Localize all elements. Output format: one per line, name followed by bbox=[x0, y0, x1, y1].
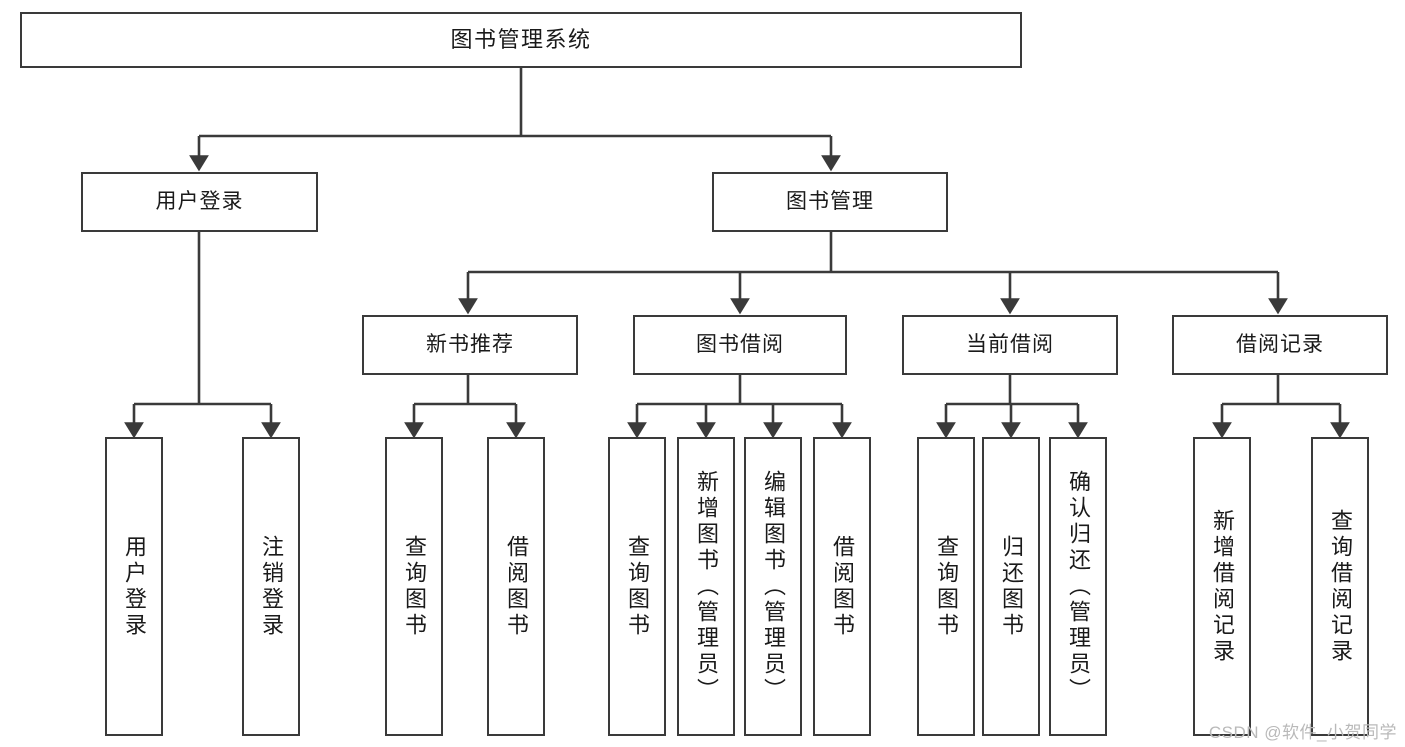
leaf-borrow-edit-book-admin[interactable]: 编辑图书（管理员） bbox=[744, 437, 802, 736]
leaf-record-add[interactable]: 新增借阅记录 bbox=[1193, 437, 1251, 736]
node-label: 新增图书（管理员） bbox=[694, 469, 719, 704]
node-label: 注销登录 bbox=[259, 534, 284, 639]
leaf-user-login-signin[interactable]: 用户登录 bbox=[105, 437, 163, 736]
leaf-current-confirm-return-admin[interactable]: 确认归还（管理员） bbox=[1049, 437, 1107, 736]
node-label: 查询图书 bbox=[934, 534, 959, 639]
node-label: 图书管理系统 bbox=[450, 26, 592, 52]
node-label: 借阅记录 bbox=[1236, 333, 1324, 357]
node-root-system[interactable]: 图书管理系统 bbox=[20, 12, 1022, 68]
node-label: 查询图书 bbox=[625, 534, 650, 639]
leaf-borrow-add-book-admin[interactable]: 新增图书（管理员） bbox=[677, 437, 735, 736]
node-borrow-record[interactable]: 借阅记录 bbox=[1172, 315, 1388, 375]
leaf-user-login-signout[interactable]: 注销登录 bbox=[242, 437, 300, 736]
node-label: 图书借阅 bbox=[696, 333, 784, 357]
leaf-current-return-book[interactable]: 归还图书 bbox=[982, 437, 1040, 736]
leaf-record-query[interactable]: 查询借阅记录 bbox=[1311, 437, 1369, 736]
node-user-login[interactable]: 用户登录 bbox=[81, 172, 318, 232]
leaf-new-book-query[interactable]: 查询图书 bbox=[385, 437, 443, 736]
node-book-management[interactable]: 图书管理 bbox=[712, 172, 948, 232]
node-label: 用户登录 bbox=[122, 534, 147, 639]
leaf-new-book-borrow[interactable]: 借阅图书 bbox=[487, 437, 545, 736]
node-label: 新书推荐 bbox=[426, 333, 514, 357]
leaf-current-query-book[interactable]: 查询图书 bbox=[917, 437, 975, 736]
node-label: 确认归还（管理员） bbox=[1066, 469, 1091, 704]
node-label: 用户登录 bbox=[155, 190, 244, 214]
node-label: 当前借阅 bbox=[966, 333, 1054, 357]
node-label: 归还图书 bbox=[999, 534, 1024, 639]
node-label: 图书管理 bbox=[786, 190, 874, 214]
leaf-borrow-query-book[interactable]: 查询图书 bbox=[608, 437, 666, 736]
node-label: 查询图书 bbox=[402, 534, 427, 639]
csdn-watermark: CSDN @软件_小贺同学 bbox=[1208, 723, 1397, 742]
node-new-book-recommend[interactable]: 新书推荐 bbox=[362, 315, 578, 375]
node-label: 新增借阅记录 bbox=[1210, 508, 1235, 665]
node-label: 借阅图书 bbox=[830, 534, 855, 639]
node-current-borrow[interactable]: 当前借阅 bbox=[902, 315, 1118, 375]
leaf-borrow-borrow-book[interactable]: 借阅图书 bbox=[813, 437, 871, 736]
node-label: 查询借阅记录 bbox=[1328, 508, 1353, 665]
node-label: 借阅图书 bbox=[504, 534, 529, 639]
node-label: 编辑图书（管理员） bbox=[761, 469, 786, 704]
node-book-borrow[interactable]: 图书借阅 bbox=[633, 315, 847, 375]
